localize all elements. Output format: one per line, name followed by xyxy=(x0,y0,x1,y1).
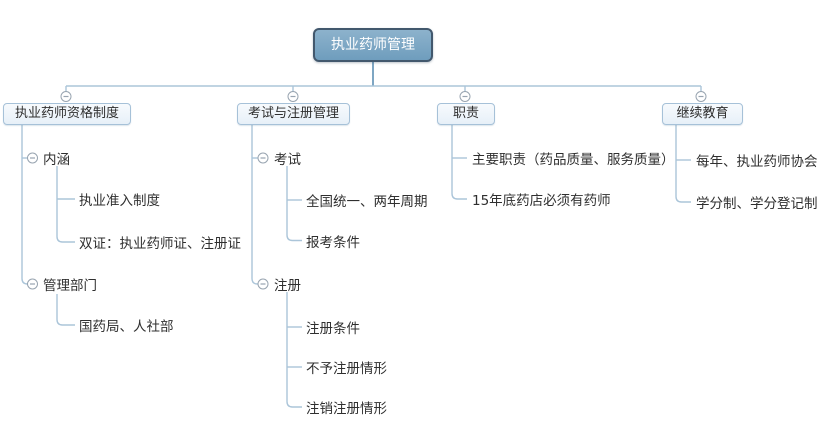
collapse-minus-icon[interactable] xyxy=(257,152,269,164)
leaf-topic[interactable]: 每年、执业药师协会 xyxy=(696,154,818,170)
subtopic[interactable]: 注册 xyxy=(274,278,301,294)
connector-line xyxy=(675,124,691,203)
leaf-topic[interactable]: 学分制、学分登记制 xyxy=(696,196,818,212)
branch-topic-qualification-system[interactable]: 执业药师资格制度 xyxy=(3,103,131,125)
collapse-minus-icon[interactable] xyxy=(27,152,38,164)
subtopic[interactable]: 管理部门 xyxy=(43,278,97,294)
leaf-topic[interactable]: 不予注册情形 xyxy=(306,361,387,377)
connector-line xyxy=(251,125,258,285)
connector-line xyxy=(56,294,75,326)
leaf-topic[interactable]: 执业准入制度 xyxy=(79,193,160,209)
leaf-topic[interactable]: 国药局、人社部 xyxy=(79,319,174,335)
subtopic[interactable]: 内涵 xyxy=(43,152,70,168)
connector-line xyxy=(56,166,75,243)
connector-line xyxy=(451,125,467,200)
connector-line xyxy=(286,166,302,242)
collapse-minus-icon[interactable] xyxy=(60,91,72,102)
leaf-topic[interactable]: 全国统一、两年周期 xyxy=(306,194,428,210)
root-topic[interactable]: 执业药师管理 xyxy=(313,28,433,62)
branch-topic-duties[interactable]: 职责 xyxy=(437,103,495,125)
branch-topic-exam-registration[interactable]: 考试与注册管理 xyxy=(237,103,350,125)
collapse-minus-icon[interactable] xyxy=(459,91,471,102)
connector-line xyxy=(286,292,302,408)
collapse-minus-icon[interactable] xyxy=(27,278,38,290)
branch-topic-continuing-education[interactable]: 继续教育 xyxy=(662,103,743,125)
collapse-minus-icon[interactable] xyxy=(257,278,269,290)
leaf-topic[interactable]: 15年底药店必须有药师 xyxy=(472,193,611,209)
leaf-topic[interactable]: 注销注册情形 xyxy=(306,401,387,417)
collapse-minus-icon[interactable] xyxy=(695,91,707,102)
subtopic[interactable]: 考试 xyxy=(274,152,301,168)
leaf-topic[interactable]: 主要职责（药品质量、服务质量） xyxy=(472,152,675,168)
leaf-topic[interactable]: 注册条件 xyxy=(306,321,360,337)
leaf-topic[interactable]: 双证：执业药师证、注册证 xyxy=(79,236,241,252)
collapse-minus-icon[interactable] xyxy=(287,91,299,102)
leaf-topic[interactable]: 报考条件 xyxy=(306,235,360,251)
connector-line xyxy=(21,125,28,285)
